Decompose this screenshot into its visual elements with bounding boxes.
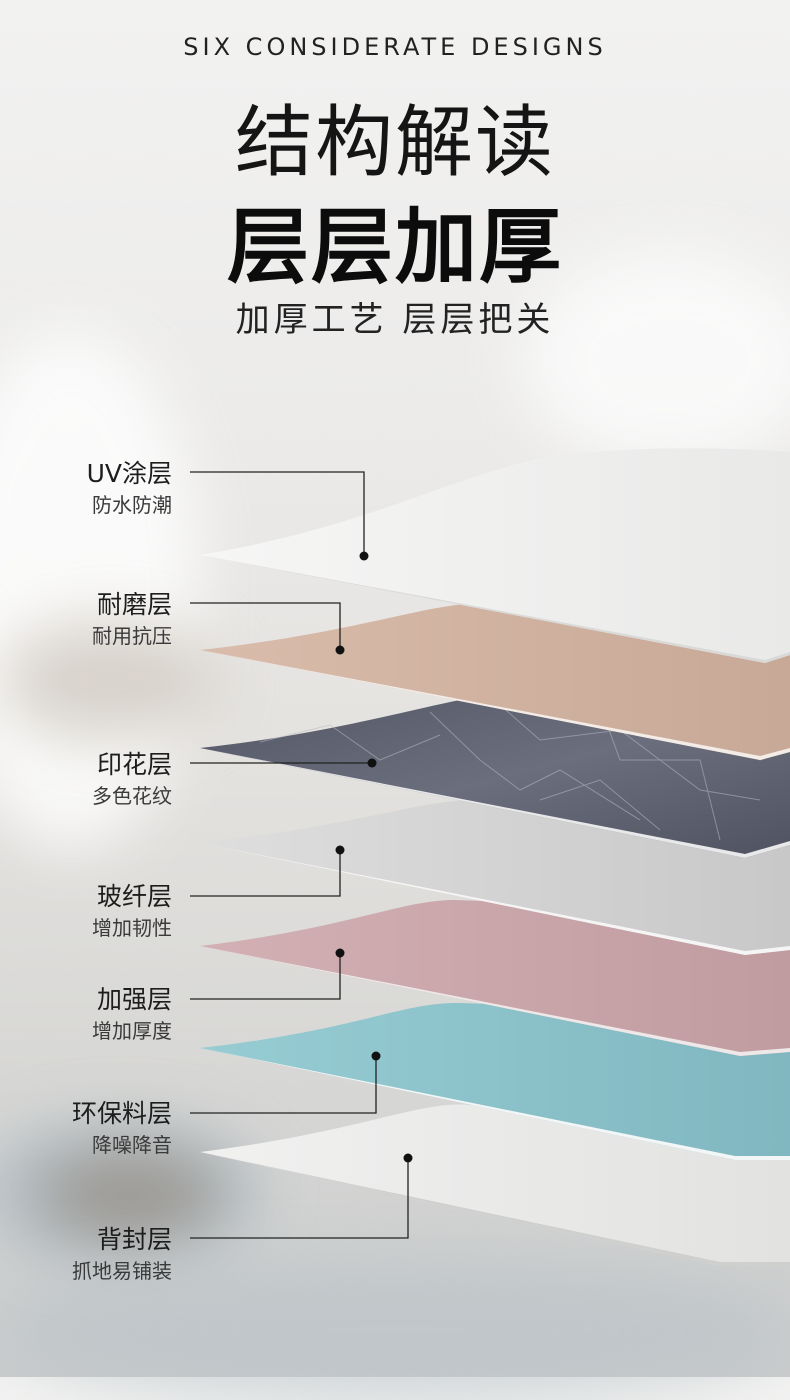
- leader-line-reinforcement: [190, 953, 341, 1000]
- layer-back-seal: [200, 1104, 790, 1266]
- layer-name: 环保料层: [71, 1099, 172, 1128]
- layer-label-reinforcement: 加强层 增加厚度: [92, 984, 172, 1046]
- marker-dot: [371, 1051, 381, 1061]
- layer-label-fiberglass: 玻纤层 增加韧性: [92, 881, 172, 943]
- layer-label-wear: 耐磨层 耐用抗压: [92, 589, 172, 651]
- layer-eco: [200, 1002, 790, 1160]
- subtitle: 加厚工艺 层层把关: [235, 300, 555, 340]
- layer-fiberglass: [200, 800, 790, 955]
- leader-line-back-seal: [190, 1158, 409, 1239]
- marker-dot: [335, 645, 345, 655]
- layer-name: 玻纤层: [96, 882, 172, 911]
- layer-desc: 耐用抗压: [92, 624, 172, 648]
- leader-line-fiberglass: [190, 850, 341, 897]
- leader-line-eco: [190, 1056, 377, 1114]
- eyebrow-text: SIX CONSIDERATE DESIGNS: [183, 33, 607, 61]
- layer-desc: 抓地易铺装: [72, 1259, 172, 1283]
- marker-dot: [335, 948, 345, 958]
- layer-wear: [200, 603, 790, 760]
- marker-dot: [403, 1153, 413, 1163]
- layer-label-eco: 环保料层 降噪降音: [72, 1098, 172, 1160]
- leader-line-uv: [190, 471, 365, 556]
- marker-dot: [367, 758, 377, 768]
- title-line-2: 层层加厚: [226, 200, 563, 295]
- marker-dot: [359, 551, 369, 561]
- title-line-1: 结构解读: [234, 98, 555, 188]
- layer-label-uv: UV涂层 防水防潮: [87, 458, 172, 520]
- layer-reinforcement: [200, 900, 790, 1056]
- layer-desc: 降噪降音: [92, 1133, 172, 1157]
- layer-name: 印花层: [96, 750, 172, 779]
- layer-desc: 多色花纹: [92, 784, 172, 808]
- leader-line-wear: [190, 602, 341, 650]
- layer-desc: 增加韧性: [92, 916, 172, 940]
- layer-uv-coating: [200, 448, 790, 663]
- layer-name: 加强层: [96, 985, 172, 1014]
- layer-label-back-seal: 背封层 抓地易铺装: [72, 1224, 172, 1286]
- layer-label-print: 印花层 多色花纹: [92, 749, 172, 811]
- layer-name: UV涂层: [86, 459, 172, 488]
- layer-name: 背封层: [96, 1225, 172, 1254]
- layer-desc: 防水防潮: [92, 493, 172, 517]
- layer-name: 耐磨层: [96, 590, 172, 619]
- marker-dot: [335, 845, 345, 855]
- layer-desc: 增加厚度: [92, 1019, 172, 1043]
